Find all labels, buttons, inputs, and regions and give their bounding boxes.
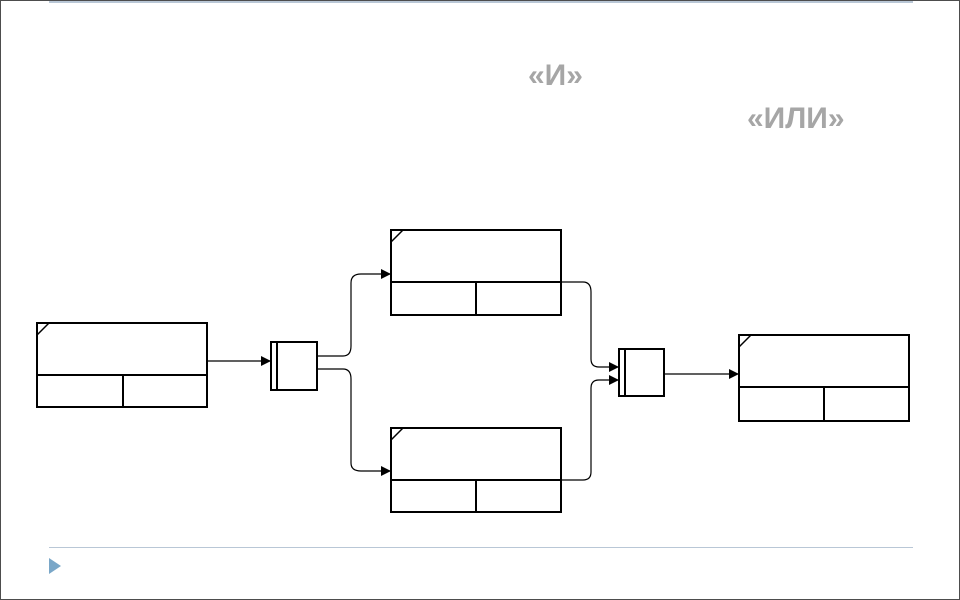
upper-to-fanin-arrow [561, 281, 619, 372]
fanout-to-lower-arrow [317, 368, 391, 476]
upper-box [390, 229, 562, 316]
source-box [36, 322, 208, 408]
fan-in-junction [618, 348, 665, 397]
and-junction-label: «И» [528, 59, 583, 92]
top-rule [49, 1, 913, 3]
lower-box [390, 427, 562, 513]
or-junction-label: «ИЛИ» [747, 102, 845, 135]
fan-out-junction [270, 341, 318, 391]
play-icon [49, 558, 61, 574]
lower-to-fanin-arrow [561, 375, 619, 481]
target-box [738, 334, 910, 422]
fanout-to-upper-arrow [317, 269, 391, 357]
bottom-rule [49, 547, 913, 548]
